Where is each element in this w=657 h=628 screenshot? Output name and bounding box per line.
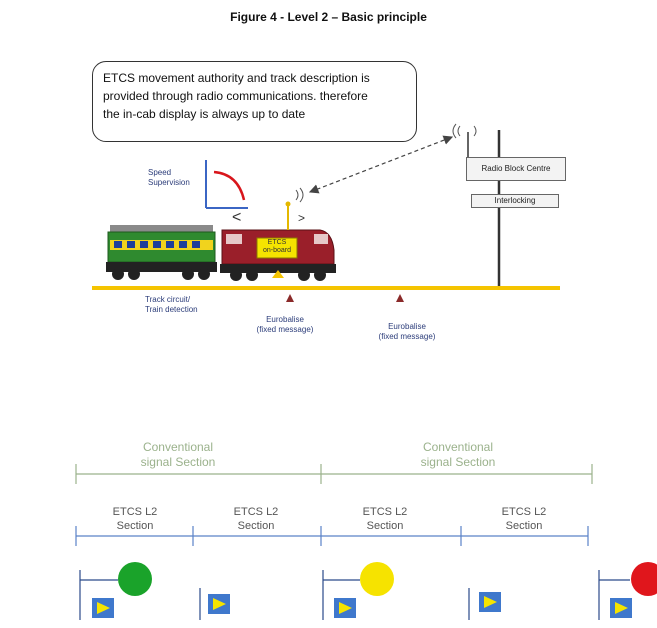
conventional-section-label-2: Conventional signal Section <box>398 440 518 470</box>
etcs-l2-section-brackets <box>75 526 589 546</box>
eurobalise-2-line-1: Eurobalise <box>388 322 426 331</box>
etcs-onboard-box <box>256 237 298 259</box>
signal-green <box>79 562 152 620</box>
radio-link-arrow <box>308 135 454 194</box>
interlocking-box: Interlocking <box>471 194 559 208</box>
rbc-radio-waves-icon <box>452 123 477 139</box>
etcs-l2-section-label-4: ETCS L2 Section <box>484 505 564 533</box>
etcs-l2-2-line-2: Section <box>237 520 275 532</box>
track-rail <box>92 286 560 290</box>
etcs-l2-4-line-2: Section <box>505 520 543 532</box>
eurobalise-2-line-2: (fixed message) <box>378 332 436 341</box>
speed-supervision-line-2: Supervision <box>148 178 190 187</box>
track-circuit-line-2: Train detection <box>145 305 198 314</box>
etcs-l2-1-line-2: Section <box>116 520 154 532</box>
callout-line-2: provided through radio communications. t… <box>103 89 368 103</box>
etcs-l2-section-label-3: ETCS L2 Section <box>345 505 425 533</box>
etcs-l2-section-label-1: ETCS L2 Section <box>95 505 175 533</box>
callout-line-3: the in-cab display is always up to date <box>103 107 306 121</box>
conventional-2-line-1: Conventional <box>422 440 494 454</box>
eurobalise-1-line-1: Eurobalise <box>266 315 304 324</box>
track-circuit-label: Track circuit/ Train detection <box>145 295 225 315</box>
left-chevron-icon: < <box>232 209 241 226</box>
conventional-section-brackets <box>75 464 593 484</box>
conventional-section-label-1: Conventional signal Section <box>118 440 238 470</box>
radio-block-centre-box: Radio Block Centre <box>466 157 566 181</box>
passenger-coach <box>106 225 217 280</box>
etcs-onboard-line-1: ETCS <box>267 239 287 246</box>
eurobalise-label-2: Eurobalise (fixed message) <box>367 322 447 342</box>
etcs-l2-3-line-1: ETCS L2 <box>362 506 408 518</box>
track-circuit-line-1: Track circuit/ <box>145 295 191 304</box>
speed-supervision-label: Speed Supervision <box>148 168 206 188</box>
conventional-2-line-2: signal Section <box>420 455 496 469</box>
right-chevron-icon: > <box>298 211 305 225</box>
figure-title: Figure 4 - Level 2 – Basic principle <box>230 10 427 24</box>
signal-yellow <box>322 562 394 620</box>
eurobalise-label-1: Eurobalise (fixed message) <box>245 315 325 335</box>
callout-line-1: ETCS movement authority and track descri… <box>103 71 370 85</box>
eurobalise-marker-1 <box>286 294 294 302</box>
eurobalise-1-line-2: (fixed message) <box>256 325 314 334</box>
signal-red <box>598 562 657 620</box>
etcs-l2-3-line-2: Section <box>366 520 404 532</box>
etcs-l2-2-line-1: ETCS L2 <box>233 506 279 518</box>
speed-supervision-graph <box>205 160 248 209</box>
speed-supervision-line-1: Speed <box>148 168 172 177</box>
callout-box: ETCS movement authority and track descri… <box>92 61 417 142</box>
etcs-l2-1-line-1: ETCS L2 <box>112 506 158 518</box>
etcs-onboard-label: ETCS on-board <box>257 239 297 255</box>
conventional-1-line-2: signal Section <box>140 455 216 469</box>
etcs-l2-section-label-2: ETCS L2 Section <box>216 505 296 533</box>
eurobalise-marker-2 <box>396 294 404 302</box>
etcs-l2-4-line-1: ETCS L2 <box>501 506 547 518</box>
signal-balise-2 <box>199 588 230 620</box>
conventional-1-line-1: Conventional <box>142 440 214 454</box>
train-radio-waves-icon <box>295 187 304 203</box>
etcs-onboard-line-2: on-board <box>262 247 292 254</box>
signal-balise-4 <box>468 588 501 620</box>
